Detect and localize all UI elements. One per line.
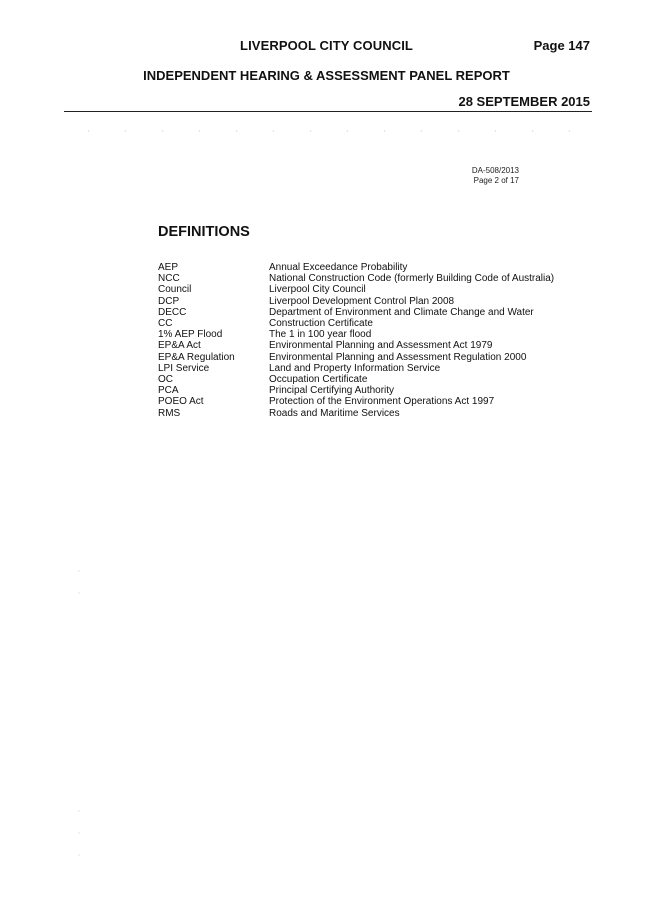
definition-meaning: Environmental Planning and Assessment Re… [269, 351, 527, 363]
definition-row: CC Construction Certificate [158, 318, 554, 329]
scan-noise [70, 128, 590, 136]
definition-term: Council [158, 284, 192, 296]
definition-row: DECC Department of Environment and Climat… [158, 307, 554, 318]
definition-meaning: Protection of the Environment Operations… [269, 396, 495, 408]
council-name: LIVERPOOL CITY COUNCIL [240, 38, 413, 53]
definition-row: LPI Service Land and Property Information… [158, 363, 554, 374]
definition-meaning: Roads and Maritime Services [269, 407, 400, 419]
definition-row: OC Occupation Certificate [158, 374, 554, 385]
definition-term: AEP [158, 262, 179, 273]
scan-margin-mark [78, 560, 80, 600]
definition-meaning: Land and Property Information Service [269, 362, 441, 374]
definition-row: 1% AEP Flood The 1 in 100 year flood [158, 329, 554, 340]
definition-term: DECC [158, 306, 187, 318]
definition-meaning: Annual Exceedance Probability [269, 262, 408, 273]
definition-term: DCP [158, 295, 180, 307]
definition-row: AEP Annual Exceedance Probability [158, 262, 554, 273]
definition-meaning: Department of Environment and Climate Ch… [269, 306, 534, 318]
definition-meaning: Principal Certifying Authority [269, 385, 395, 397]
definition-row: EP&A Regulation Environmental Planning an… [158, 352, 554, 363]
da-number: DA-508/2013 [471, 166, 519, 175]
definition-term: PCA [158, 385, 179, 397]
definition-term: EP&A Act [158, 340, 201, 352]
definition-meaning: National Construction Code (formerly Bui… [269, 273, 555, 285]
definition-meaning: Occupation Certificate [269, 374, 368, 386]
header-divider [64, 111, 592, 112]
definition-meaning: Liverpool Development Control Plan 2008 [269, 295, 455, 307]
page-of: Page 2 of 17 [473, 176, 519, 185]
definitions-heading: DEFINITIONS [158, 224, 250, 240]
definition-term: NCC [158, 273, 180, 285]
definition-row: RMS Roads and Maritime Services [158, 408, 554, 419]
definition-row: PCA Principal Certifying Authority [158, 385, 554, 396]
definition-row: NCC National Construction Code (formerly … [158, 273, 554, 284]
report-date: 28 SEPTEMBER 2015 [458, 94, 590, 109]
report-title: INDEPENDENT HEARING & ASSESSMENT PANEL R… [143, 68, 510, 83]
definition-meaning: The 1 in 100 year flood [269, 329, 372, 341]
definition-term: OC [158, 374, 173, 386]
definition-meaning: Environmental Planning and Assessment Ac… [269, 340, 493, 352]
definition-term: EP&A Regulation [158, 351, 235, 363]
definition-term: RMS [158, 407, 181, 419]
definition-meaning: Liverpool City Council [269, 284, 366, 296]
definition-term: 1% AEP Flood [158, 329, 223, 341]
definition-term: POEO Act [158, 396, 204, 408]
page-number: Page 147 [533, 38, 590, 53]
definition-meaning: Construction Certificate [269, 318, 373, 330]
document-reference: DA-508/2013 Page 2 of 17 [472, 166, 519, 186]
scan-margin-mark [78, 800, 80, 860]
definition-row: Council Liverpool City Council [158, 284, 554, 295]
definition-term: CC [158, 318, 173, 330]
definition-row: DCP Liverpool Development Control Plan 20… [158, 296, 554, 307]
definition-row: EP&A Act Environmental Planning and Asses… [158, 340, 554, 351]
definition-row: POEO Act Protection of the Environment Op… [158, 396, 554, 407]
definition-term: LPI Service [158, 362, 210, 374]
